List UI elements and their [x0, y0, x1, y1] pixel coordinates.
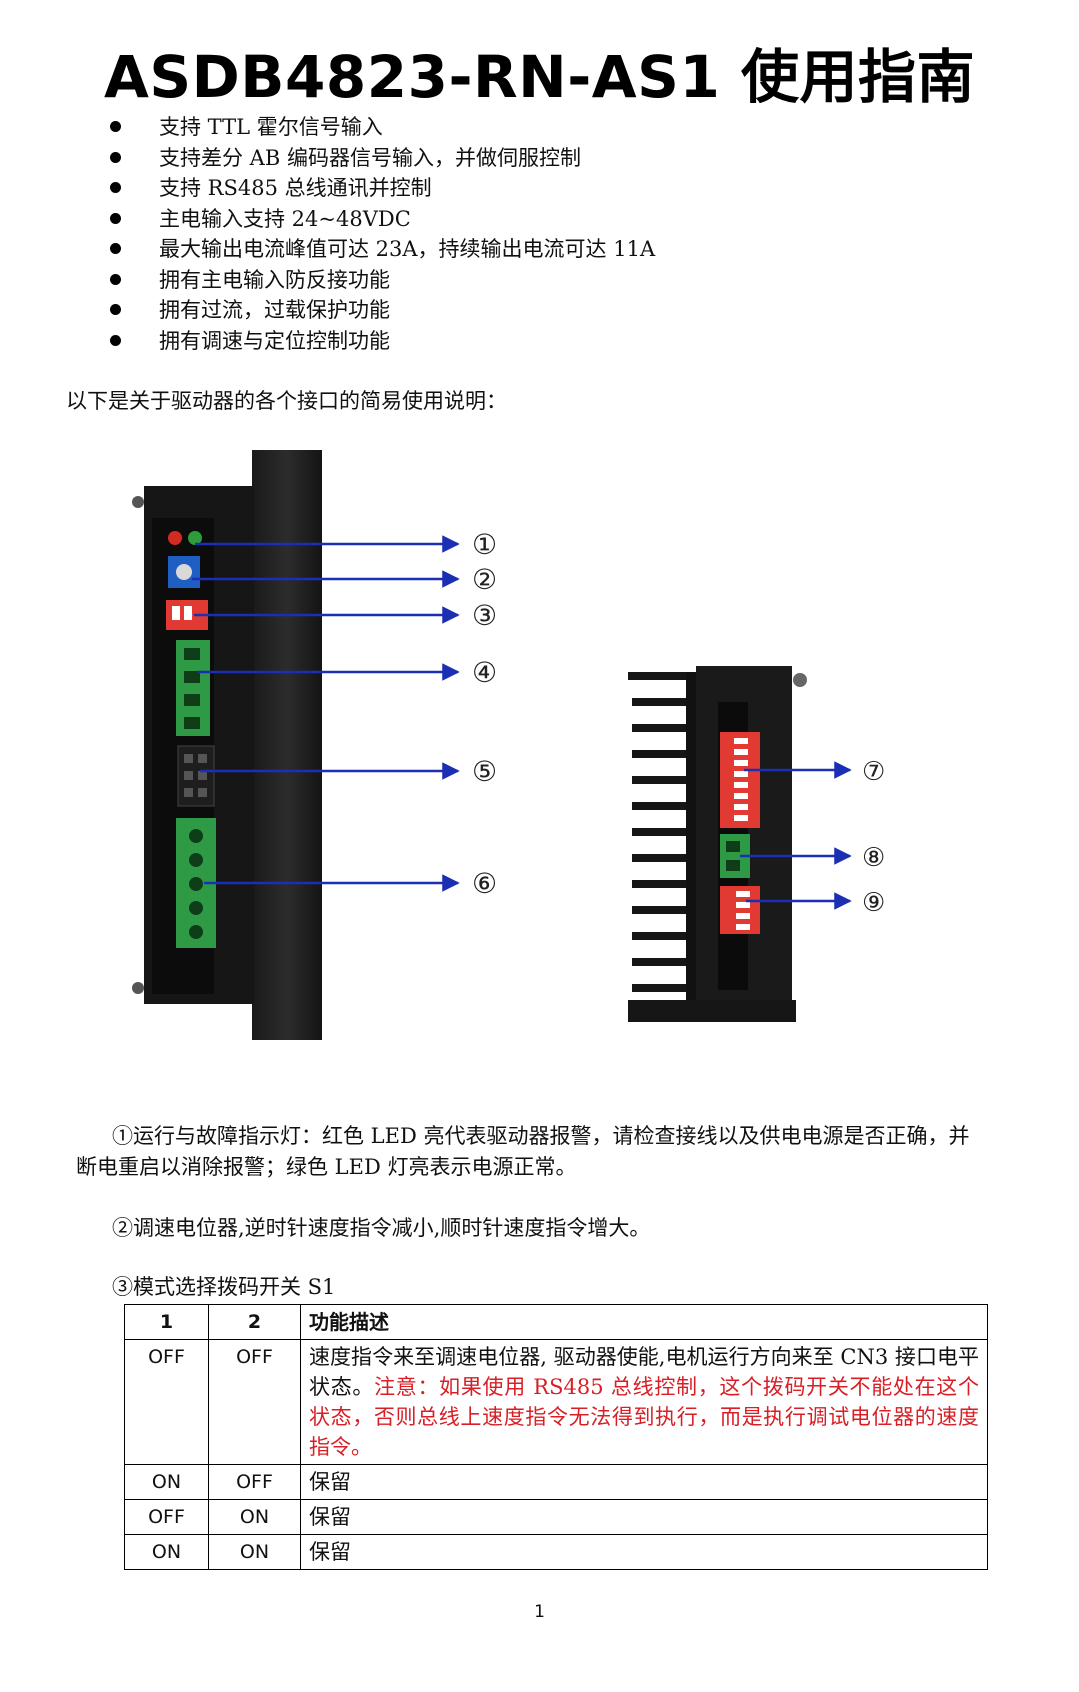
warning-text: 注意：如果使用 RS485 总线控制，这个拨码开关不能处在这个状态，否则总线上速…: [309, 1375, 979, 1459]
callout-4: ④: [472, 656, 497, 689]
table-header: 功能描述: [300, 1304, 988, 1340]
page-title: ASDB4823-RN-AS1 使用指南: [104, 43, 975, 111]
paragraph-dip: ③模式选择拨码开关 S1: [112, 1275, 336, 1299]
feature-list: 支持 TTL 霍尔信号输入 支持差分 AB 编码器信号输入，并做伺服控制 支持 …: [110, 112, 1010, 356]
table-row: ON ON 保留: [124, 1534, 988, 1570]
callout-arrows-left: [192, 535, 460, 892]
driver-side-view: [628, 666, 807, 1022]
callout-6: ⑥: [472, 867, 497, 900]
driver-figure: ① ② ③ ④ ⑤ ⑥: [132, 450, 885, 1040]
table-row: OFF OFF 速度指令来至调速电位器, 驱动器使能,电机运行方向来至 CN3 …: [124, 1339, 988, 1465]
bullet-dot: [110, 121, 121, 132]
table-row: ON OFF 保留: [124, 1464, 988, 1500]
bullet-dot: [110, 182, 121, 193]
table-header: 1: [124, 1304, 209, 1340]
callout-7: ⑦: [862, 757, 885, 787]
bullet-dot: [110, 304, 121, 315]
table-header: 2: [208, 1304, 301, 1340]
feature-item: 拥有调速与定位控制功能: [110, 326, 1010, 357]
feature-item: 支持 TTL 霍尔信号输入: [110, 112, 1010, 143]
callout-arrows-right: [740, 761, 852, 910]
callout-8: ⑧: [862, 843, 885, 873]
feature-item: 支持差分 AB 编码器信号输入，并做伺服控制: [110, 143, 1010, 174]
bullet-dot: [110, 243, 121, 254]
table-header-row: 1 2 功能描述: [124, 1304, 988, 1340]
paragraph-led: ①运行与故障指示灯：红色 LED 亮代表驱动器报警，请检查接线以及供电电源是否正…: [76, 1124, 970, 1179]
callout-5: ⑤: [472, 755, 497, 788]
page-number: 1: [534, 1602, 545, 1622]
feature-item: 拥有过流，过载保护功能: [110, 295, 1010, 326]
connector-cn3: [177, 745, 215, 807]
bullet-dot: [110, 273, 121, 285]
bullet-dot: [110, 334, 121, 346]
callout-9: ⑨: [862, 888, 885, 918]
table-row: OFF ON 保留: [124, 1499, 988, 1535]
driver-front-view: [132, 450, 322, 1040]
feature-item: 主电输入支持 24~48VDC: [110, 204, 1010, 235]
feature-item: 支持 RS485 总线通讯并控制: [110, 173, 1010, 204]
bullet-dot: [110, 212, 121, 224]
feature-item: 拥有主电输入防反接功能: [110, 265, 1010, 296]
green-led: [188, 531, 202, 545]
mode-table: 1 2 功能描述 OFF OFF 速度指令来至调速电位器, 驱动器使能,电机运行…: [124, 1304, 988, 1570]
bullet-dot: [110, 151, 121, 163]
callout-1: ①: [472, 528, 497, 561]
paragraph-pot: ②调速电位器,逆时针速度指令减小,顺时针速度指令增大。: [112, 1216, 651, 1240]
callout-2: ②: [472, 563, 497, 596]
dip-switch-s2: [720, 732, 760, 828]
intro-text: 以下是关于驱动器的各个接口的简易使用说明：: [66, 389, 507, 413]
callout-3: ③: [472, 599, 497, 632]
red-led: [168, 531, 182, 545]
feature-item: 最大输出电流峰值可达 23A，持续输出电流可达 11A: [110, 234, 1010, 265]
